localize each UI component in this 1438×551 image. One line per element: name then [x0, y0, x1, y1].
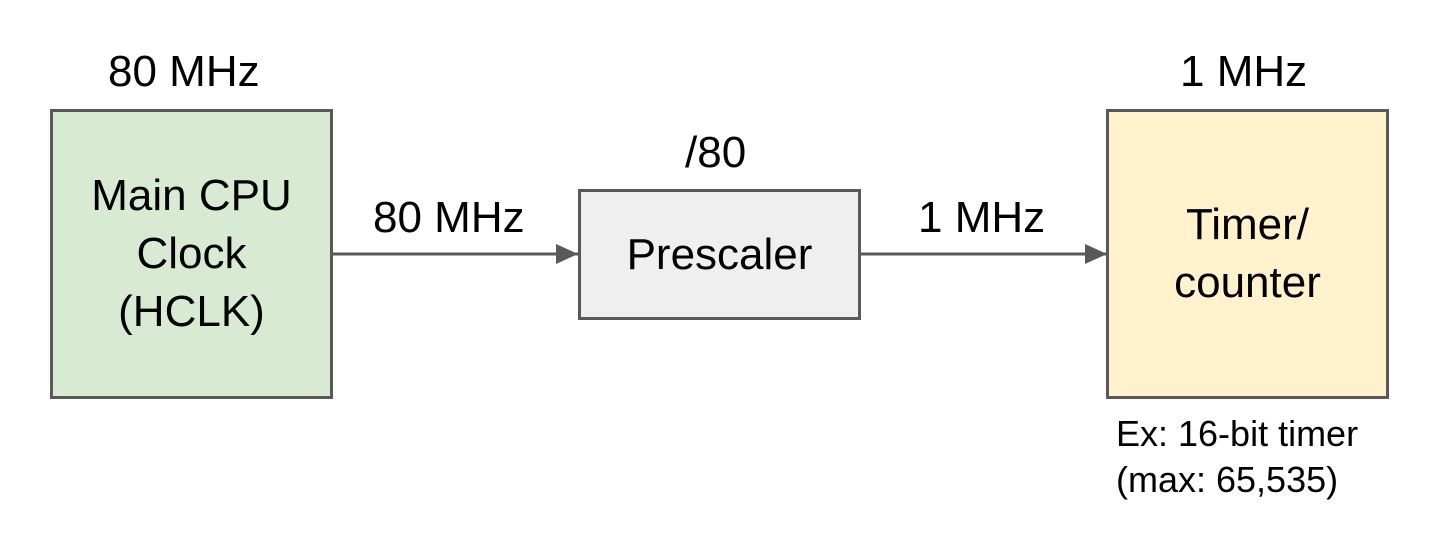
timer-line-2: counter	[1174, 258, 1321, 307]
prescaler-divider-label: /80	[685, 128, 747, 177]
cpu-clock-freq-label: 80 MHz	[108, 47, 260, 96]
timer-note: Ex: 16-bit timer (max: 65,535)	[1116, 411, 1358, 503]
prescaler-box: Prescaler	[578, 189, 861, 320]
arrow-label-output-freq: 1 MHz	[918, 193, 1046, 242]
timer-counter-box: Timer/ counter	[1106, 109, 1389, 399]
timer-counter-box-text: Timer/ counter	[1174, 196, 1321, 312]
timer-line-1: Timer/	[1185, 200, 1309, 249]
arrowhead-prescaler-to-timer	[1085, 244, 1107, 264]
cpu-clock-box-text: Main CPU Clock (HCLK)	[91, 167, 292, 341]
timer-freq-label: 1 MHz	[1180, 47, 1308, 96]
cpu-clock-box: Main CPU Clock (HCLK)	[50, 109, 333, 399]
arrowhead-cpu-to-prescaler	[556, 244, 578, 264]
cpu-clock-line-3: (HCLK)	[118, 287, 265, 336]
prescaler-box-text: Prescaler	[626, 229, 813, 279]
cpu-clock-line-2: Clock	[136, 229, 247, 278]
timer-note-line-1: Ex: 16-bit timer	[1116, 413, 1359, 454]
cpu-clock-line-1: Main CPU	[91, 171, 292, 220]
timer-note-line-2: (max: 65,535)	[1116, 459, 1339, 500]
arrow-label-input-freq: 80 MHz	[373, 193, 525, 242]
